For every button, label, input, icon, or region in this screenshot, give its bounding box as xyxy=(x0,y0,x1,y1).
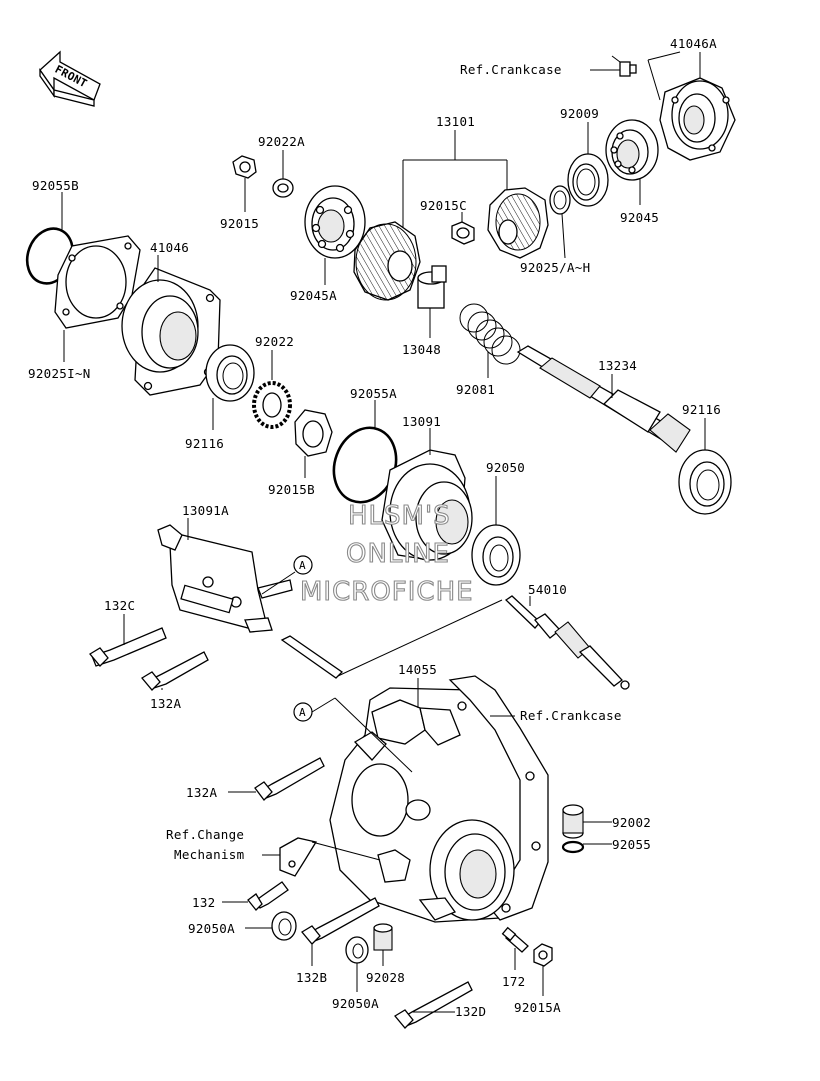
bevel-gear-right xyxy=(487,187,549,259)
part-13091-label: 13091 xyxy=(402,414,441,429)
bolt-132 xyxy=(247,881,289,911)
part-132d-label: 132D xyxy=(455,1004,486,1019)
watermark-line1: HLSM'S xyxy=(348,501,451,531)
cable-54010 xyxy=(504,595,630,690)
bolt-132c xyxy=(89,627,167,667)
shim-92025 xyxy=(549,185,571,215)
shaft-13234 xyxy=(516,345,691,453)
shim-plate-92025in xyxy=(54,235,141,329)
part-92055a-label: 92055A xyxy=(350,386,397,401)
part-92015a-label: 92015A xyxy=(514,1000,561,1015)
seal-92050a-left xyxy=(271,911,297,941)
part-132a-bottom-label: 132A xyxy=(186,785,217,800)
seal-92116-left xyxy=(205,344,255,402)
washer-92022a xyxy=(272,178,294,198)
linkage-rod xyxy=(280,599,503,679)
housing-13091 xyxy=(381,449,473,561)
part-92045a-label: 92045A xyxy=(290,288,337,303)
seal-92009 xyxy=(567,153,609,207)
part-13101-label: 13101 xyxy=(436,114,475,129)
ref-crankcase-right-label: Ref.Crankcase xyxy=(520,708,622,723)
part-92045-label: 92045 xyxy=(620,210,659,225)
spring-92081 xyxy=(459,303,521,365)
nut-92015b xyxy=(294,409,333,457)
stud-172 xyxy=(501,926,529,953)
nut-92015a xyxy=(533,943,553,967)
coupling-13048 xyxy=(417,265,447,309)
part-132b-label: 132B xyxy=(296,970,327,985)
part-92015b-label: 92015B xyxy=(268,482,315,497)
ref-crankcase-bolt xyxy=(590,55,637,77)
part-132a-top-label: 132A xyxy=(150,696,181,711)
part-92015c-label: 92015C xyxy=(420,198,467,213)
ref-change-label-line2: Mechanism xyxy=(174,847,244,862)
part-92081-label: 92081 xyxy=(456,382,495,397)
watermark: HLSM'S ONLINE MICROFICHE xyxy=(299,500,474,607)
part-92116-right-label: 92116 xyxy=(682,402,721,417)
part-92022-label: 92022 xyxy=(255,334,294,349)
bevel-gear-left xyxy=(353,221,421,301)
change-mechanism-plate xyxy=(279,837,318,877)
seal-92116-right xyxy=(678,449,732,515)
part-92009-label: 92009 xyxy=(560,106,599,121)
part-92116-left-label: 92116 xyxy=(185,436,224,451)
bolt-132d xyxy=(394,981,473,1029)
bracket-13091a xyxy=(157,524,293,633)
nut-92015c xyxy=(451,221,475,245)
bearing-92045 xyxy=(605,119,659,181)
housing-41046a xyxy=(659,77,736,161)
callout-a-bottom-label: A xyxy=(299,706,306,719)
front-arrow-icon: FRONT xyxy=(39,50,101,107)
part-92050a-left-label: 92050A xyxy=(188,921,235,936)
bolt-132b xyxy=(301,897,380,945)
seal-92050 xyxy=(471,524,521,586)
bolt-132a-bottom xyxy=(254,757,325,801)
watermark-line2: ONLINE xyxy=(346,539,450,569)
part-92055b-label: 92055B xyxy=(32,178,79,193)
part-132c-label: 132C xyxy=(104,598,135,613)
part-92050a-bottom-label: 92050A xyxy=(332,996,379,1011)
nut-92015 xyxy=(232,155,257,179)
callout-a-top-label: A xyxy=(299,559,306,572)
part-92022a-label: 92022A xyxy=(258,134,305,149)
part-92025ah-label: 92025/A~H xyxy=(520,260,590,275)
part-92050-label: 92050 xyxy=(486,460,525,475)
case-14055 xyxy=(329,675,549,923)
housing-41046 xyxy=(121,267,221,396)
part-41046a-label: 41046A xyxy=(670,36,717,51)
ref-change-label-line1: Ref.Change xyxy=(166,827,244,842)
lock-washer-92022 xyxy=(252,381,292,429)
part-54010-label: 54010 xyxy=(528,582,567,597)
part-13048-label: 13048 xyxy=(402,342,441,357)
plug-92002 xyxy=(562,804,584,839)
part-13091a-label: 13091A xyxy=(182,503,229,518)
ref-crankcase-top-label: Ref.Crankcase xyxy=(460,62,562,77)
part-92028-label: 92028 xyxy=(366,970,405,985)
callout-a-top-circle xyxy=(293,555,313,575)
seal-92050a-bottom xyxy=(345,936,369,964)
part-92002-label: 92002 xyxy=(612,815,651,830)
part-13234-label: 13234 xyxy=(598,358,637,373)
part-92015-label: 92015 xyxy=(220,216,259,231)
dowel-92028 xyxy=(373,923,393,951)
watermark-line3: MICROFICHE xyxy=(300,577,474,607)
part-41046-label: 41046 xyxy=(150,240,189,255)
part-92025in-label: 92025I~N xyxy=(28,366,91,381)
o-ring-92055 xyxy=(561,840,585,854)
part-14055-label: 14055 xyxy=(398,662,437,677)
bearing-92045a xyxy=(304,185,366,259)
part-132-label: 132 xyxy=(192,895,215,910)
part-172-label: 172 xyxy=(502,974,525,989)
part-92055-label: 92055 xyxy=(612,837,651,852)
bolt-132a-top xyxy=(141,651,209,691)
